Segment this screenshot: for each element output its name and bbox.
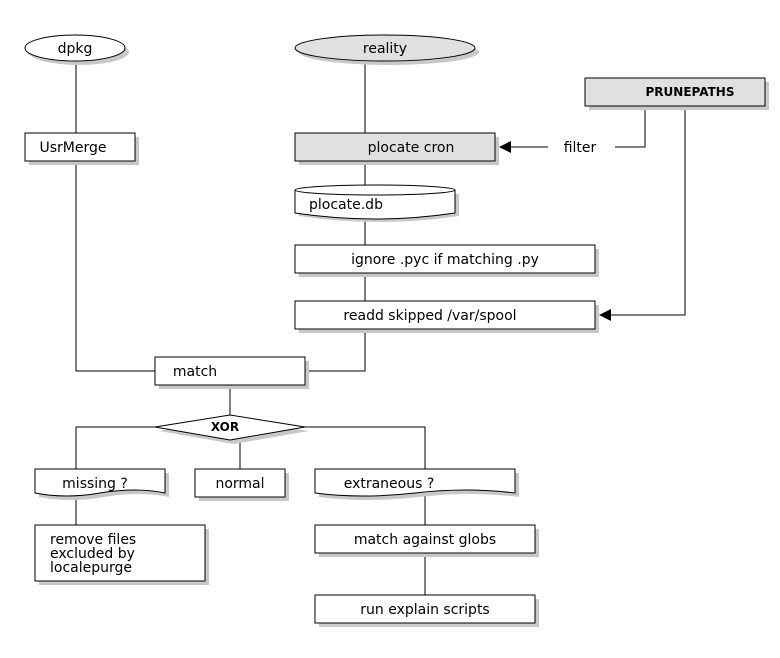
- edge-prunepaths-readd: [610, 106, 686, 316]
- node-extraneous-label: extraneous ?: [344, 476, 435, 492]
- node-prunepaths: PRUNEPATHS: [584, 77, 769, 110]
- edge-xor-missing: [75, 426, 155, 469]
- node-match-globs: match against globs: [314, 524, 539, 557]
- node-run-explain: run explain scripts: [314, 594, 539, 627]
- edge-xor-extraneous: [305, 426, 426, 469]
- node-dpkg: dpkg: [24, 34, 129, 65]
- node-reality: reality: [294, 34, 479, 65]
- node-ignore-pyc-label: ignore .pyc if matching .py: [351, 252, 539, 268]
- node-missing-label: missing ?: [62, 476, 128, 492]
- node-remove-files-line2: excluded by: [50, 546, 135, 562]
- node-match-label: match: [173, 364, 217, 380]
- node-missing: missing ?: [34, 468, 169, 500]
- node-reality-label: reality: [363, 41, 407, 57]
- edge-usrmerge-match: [75, 161, 155, 372]
- node-normal: normal: [194, 468, 289, 501]
- node-readd-spool: readd skipped /var/spool: [294, 300, 599, 333]
- node-usrmerge: UsrMerge: [24, 132, 139, 165]
- node-xor-label: XOR: [211, 420, 239, 434]
- node-run-explain-label: run explain scripts: [360, 602, 489, 618]
- edges: [75, 62, 686, 595]
- node-match: match: [154, 356, 309, 389]
- node-remove-files-line3: localepurge: [50, 560, 132, 576]
- node-dpkg-label: dpkg: [58, 41, 93, 57]
- edge-prunepaths-filter: [615, 106, 646, 148]
- arrowhead-readd: [599, 309, 611, 321]
- node-plocate-cron-label: plocate cron: [368, 140, 455, 156]
- node-match-globs-label: match against globs: [354, 532, 496, 548]
- node-normal-label: normal: [215, 476, 264, 492]
- node-xor: XOR: [154, 414, 309, 444]
- node-extraneous: extraneous ?: [314, 468, 519, 500]
- node-remove-files: remove files excluded by localepurge: [34, 524, 209, 585]
- edge-readd-match: [305, 329, 366, 372]
- node-ignore-pyc: ignore .pyc if matching .py: [294, 244, 599, 277]
- arrowhead-cron: [499, 141, 511, 153]
- node-plocate-cron: plocate cron: [294, 132, 499, 165]
- edge-label-filter: filter: [564, 140, 597, 156]
- node-plocate-db-label: plocate.db: [309, 197, 383, 213]
- node-readd-spool-label: readd skipped /var/spool: [343, 308, 516, 324]
- node-prunepaths-label: PRUNEPATHS: [646, 85, 735, 99]
- node-plocate-db: plocate.db: [294, 184, 459, 222]
- node-remove-files-line1: remove files: [50, 532, 136, 548]
- node-usrmerge-label: UsrMerge: [40, 140, 107, 156]
